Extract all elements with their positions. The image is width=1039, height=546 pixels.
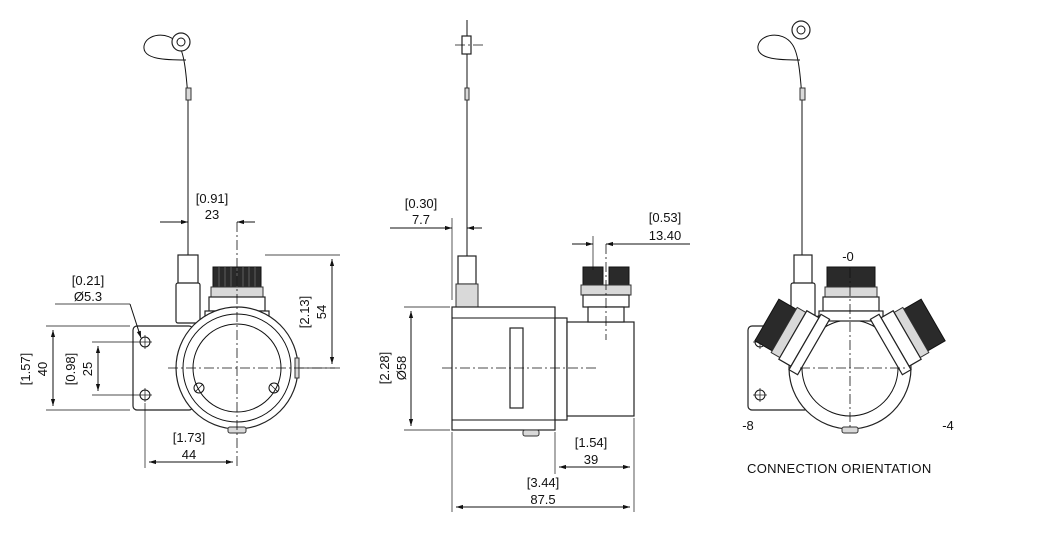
housing-diameter-inch: [2.28] xyxy=(377,352,392,385)
side-view: [0.30] 7.7 [0.53] 13.40 [2.28] Ø58 [1.54… xyxy=(377,20,690,512)
cable-crimp xyxy=(185,87,192,101)
bracket-to-axis-inch: [1.73] xyxy=(173,430,206,445)
ring-terminal xyxy=(791,20,811,40)
bracket-height-inch: [1.57] xyxy=(18,353,33,386)
connector-housing xyxy=(566,321,635,417)
mount-hole-icon xyxy=(138,335,152,402)
side-cable-offset-mm: 7.7 xyxy=(412,212,430,227)
cable-loop xyxy=(143,34,189,99)
side-cable-offset-inch: [0.30] xyxy=(405,196,438,211)
orientation-label-left: -8 xyxy=(742,418,754,433)
connector-right xyxy=(869,298,946,376)
connector-offset-inch: [0.53] xyxy=(649,210,682,225)
hole-spacing-mm: 25 xyxy=(80,362,95,376)
overall-length-mm: 87.5 xyxy=(530,492,555,507)
connector-depth-inch: [1.54] xyxy=(575,435,608,450)
caption: CONNECTION ORIENTATION xyxy=(747,461,932,476)
orientation-label-right: -4 xyxy=(942,418,954,433)
axis-height-mm: 54 xyxy=(314,305,329,319)
mount-hole-mm: Ø5.3 xyxy=(74,289,102,304)
orientation-view: -0 -8 -4 xyxy=(742,20,954,434)
axis-height-inch: [2.13] xyxy=(297,296,312,329)
connector-offset-mm: 13.40 xyxy=(649,228,682,243)
bracket-to-axis-mm: 44 xyxy=(182,447,196,462)
housing-side xyxy=(451,306,556,431)
connector-left xyxy=(754,298,831,376)
orientation-label-top: -0 xyxy=(842,249,854,264)
screw-icon xyxy=(193,382,280,394)
cable-loop xyxy=(757,34,803,99)
connector-top xyxy=(826,266,876,288)
front-view: [0.91] 23 [0.21] Ø5.3 [2.13] 54 [1.57] 4… xyxy=(18,32,340,468)
mount-hole-inch: [0.21] xyxy=(72,273,105,288)
bracket-height-mm: 40 xyxy=(35,362,50,376)
ring-terminal xyxy=(171,32,191,52)
cable-offset-inch: [0.91] xyxy=(196,191,229,206)
overall-length-inch: [3.44] xyxy=(527,475,560,490)
cable-gland xyxy=(177,254,199,286)
cable-gland xyxy=(457,255,477,285)
housing-diameter-mm: Ø58 xyxy=(394,356,409,381)
cable-offset-mm: 23 xyxy=(205,207,219,222)
hole-spacing-inch: [0.98] xyxy=(63,353,78,386)
connector-depth-mm: 39 xyxy=(584,452,598,467)
